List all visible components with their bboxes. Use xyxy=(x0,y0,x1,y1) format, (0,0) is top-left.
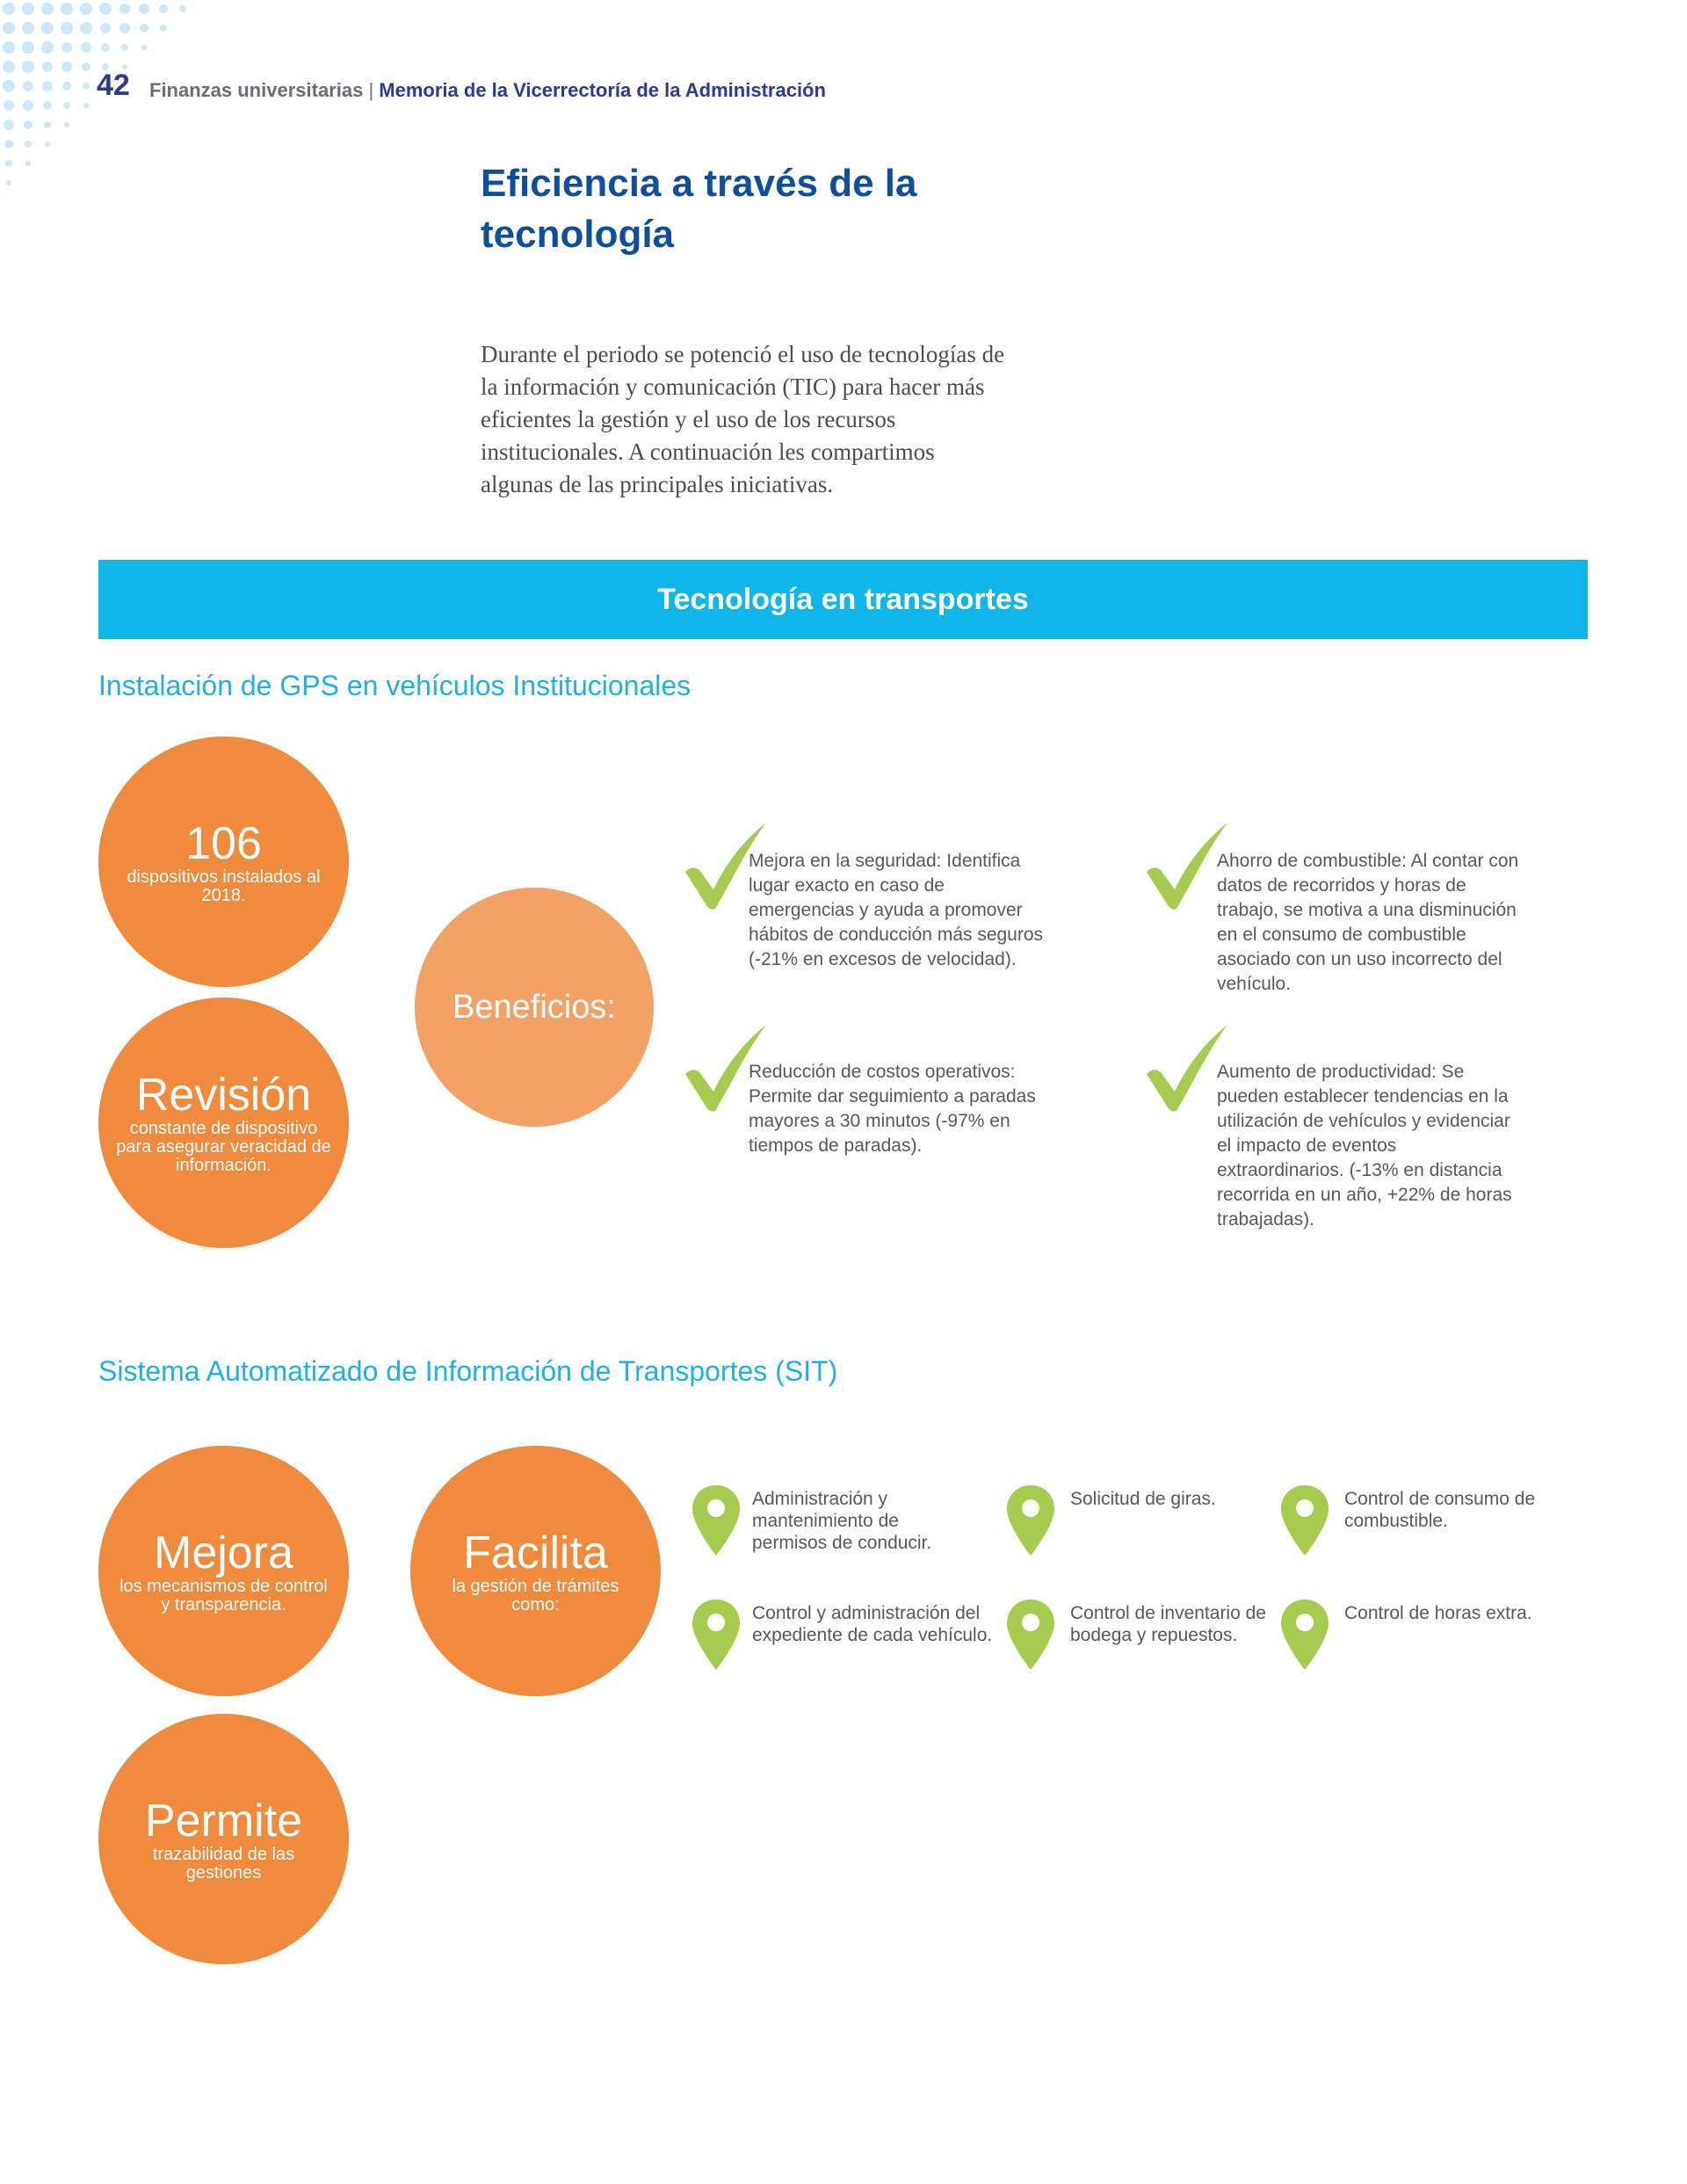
running-header-section: Finanzas universitarias xyxy=(149,79,364,101)
check-icon xyxy=(1147,823,1227,910)
location-pin-icon xyxy=(692,1485,740,1556)
circle-allows: Permite trazabilidad de las gestiones xyxy=(98,1714,349,1964)
gps-section-title: Instalación de GPS en vehículos Instituc… xyxy=(98,670,691,701)
sit-item-inventory: Control de inventario de bodega y repues… xyxy=(1070,1603,1266,1645)
circle-big-text: 106 xyxy=(185,817,262,869)
intro-paragraph: Durante el periodo se potenció el uso de… xyxy=(481,341,1005,497)
location-pin-icon xyxy=(692,1600,740,1670)
location-pin-icon xyxy=(1281,1600,1329,1670)
running-header-separator: | xyxy=(368,79,374,101)
check-icon xyxy=(1147,1025,1227,1112)
circle-small-text: constante de dispositivo para asegurar v… xyxy=(116,1119,331,1175)
location-pin-icon xyxy=(1007,1485,1054,1556)
benefit-productivity: Aumento de productividad: Se pueden esta… xyxy=(1217,1062,1512,1230)
circle-small-text: trazabilidad de las gestiones xyxy=(152,1844,295,1883)
circle-improves: Mejora los mecanismos de control y trans… xyxy=(98,1446,349,1696)
benefit-fuel-savings: Ahorro de combustible: Al contar con dat… xyxy=(1217,851,1519,994)
circle-big-text: Revisión xyxy=(135,1070,312,1121)
circle-benefits: Beneficios: xyxy=(415,888,654,1127)
sit-section-title: Sistema Automatizado de Información de T… xyxy=(98,1355,838,1387)
check-icon xyxy=(685,823,766,910)
circle-big-text: Mejora xyxy=(154,1527,293,1578)
circle-devices-installed: 106 dispositivos instalados al 2018. xyxy=(98,736,349,987)
check-icon xyxy=(685,1025,766,1112)
circle-review: Revisión constante de dispositivo para a… xyxy=(98,998,349,1248)
sit-item-tours: Solicitud de giras. xyxy=(1070,1489,1216,1509)
page-number: 42 xyxy=(97,69,130,102)
circle-big-text: Permite xyxy=(144,1795,303,1847)
circle-facilitates: Facilita la gestión de trámites como: xyxy=(410,1446,661,1696)
circle-big-text: Facilita xyxy=(463,1527,608,1578)
sit-item-licenses: Administración y mantenimiento de permis… xyxy=(752,1489,932,1553)
location-pin-icon xyxy=(1281,1485,1329,1556)
benefit-cost-reduction: Reducción de costos operativos: Permite … xyxy=(749,1062,1036,1156)
running-header: Finanzas universitarias | Memoria de la … xyxy=(149,79,826,102)
sit-item-vehicle-records: Control y administración del expediente … xyxy=(752,1603,993,1645)
section-banner: Tecnología en transportes xyxy=(98,560,1588,639)
circle-small-text: la gestión de trámites como: xyxy=(452,1576,619,1614)
sit-item-overtime: Control de horas extra. xyxy=(1344,1603,1532,1623)
circle-big-text: Beneficios: xyxy=(453,989,616,1026)
sit-item-fuel-control: Control de consumo de combustible. xyxy=(1344,1489,1536,1531)
circle-small-text: dispositivos instalados al 2018. xyxy=(127,867,321,905)
circle-small-text: los mecanismos de control y transparenci… xyxy=(119,1576,328,1614)
location-pin-icon xyxy=(1007,1600,1054,1670)
benefit-safety: Mejora en la seguridad: Identifica lugar… xyxy=(749,851,1044,969)
dot-pattern xyxy=(3,3,186,185)
running-header-publication: Memoria de la Vicerrectoría de la Admini… xyxy=(379,79,826,101)
page-title: Eficiencia a través de la tecnología xyxy=(481,162,917,256)
